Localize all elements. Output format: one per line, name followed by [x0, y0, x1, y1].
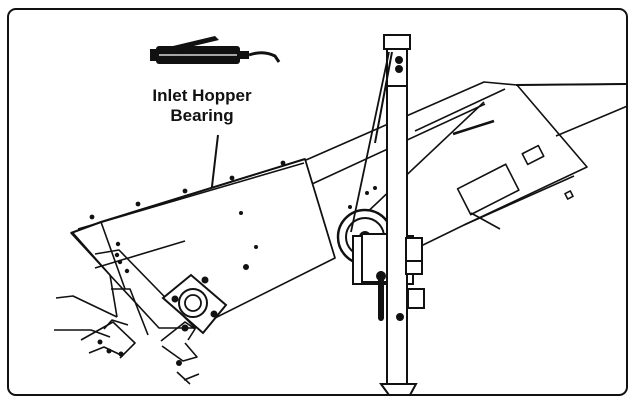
auger-tube	[54, 81, 626, 385]
stand	[350, 34, 425, 394]
callout-label-line-1: Inlet Hopper	[152, 86, 252, 105]
auger-hopper-diagram	[54, 34, 626, 394]
grease-gun-icon	[150, 36, 281, 64]
inlet-hopper-bearing	[161, 273, 228, 335]
callout-label-line-2: Bearing	[170, 106, 234, 125]
callout-label: Inlet Hopper Bearing	[137, 86, 267, 126]
hardware-dots	[89, 160, 377, 366]
diagram-frame: Inlet Hopper Bearing	[7, 8, 628, 396]
